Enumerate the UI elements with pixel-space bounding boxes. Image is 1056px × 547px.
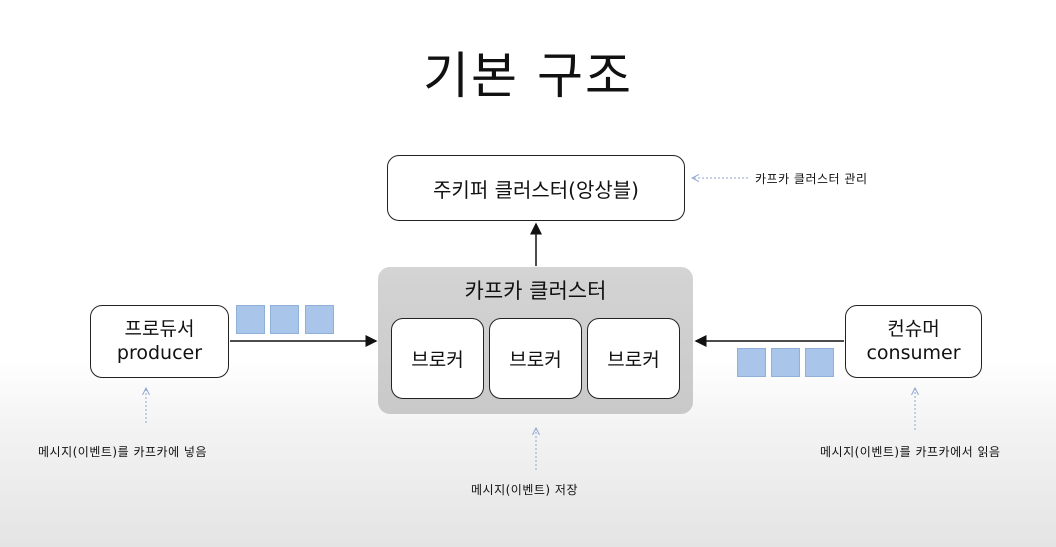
- zookeeper-label: 주키퍼 클러스터(앙상블): [433, 177, 639, 202]
- broker-2: 브로커: [489, 318, 582, 399]
- producer-label-ko: 프로듀서: [124, 317, 195, 340]
- message-block: [805, 348, 834, 377]
- zookeeper-note: 카프카 클러스터 관리: [755, 172, 868, 186]
- consumer-label-ko: 컨슈머: [887, 317, 940, 340]
- broker-3: 브로커: [587, 318, 680, 399]
- kafka-cluster-title: 카프카 클러스터: [464, 279, 607, 303]
- broker-label: 브로커: [509, 349, 562, 371]
- consumer-box: 컨슈머 consumer: [845, 305, 982, 378]
- producer-note: 메시지(이벤트)를 카프카에 넣음: [38, 445, 208, 459]
- message-block: [270, 305, 299, 334]
- consumer-label-en: consumer: [866, 341, 961, 364]
- page-title: 기본 구조: [423, 47, 633, 105]
- broker-label: 브로커: [411, 349, 464, 371]
- producer-label-en: producer: [116, 341, 203, 364]
- broker-label: 브로커: [607, 349, 660, 371]
- producer-box: 프로듀서 producer: [90, 305, 229, 378]
- consumer-note: 메시지(이벤트)를 카프카에서 읽음: [820, 445, 1001, 459]
- message-block: [771, 348, 800, 377]
- message-block: [737, 348, 766, 377]
- broker-1: 브로커: [391, 318, 484, 399]
- message-block: [236, 305, 265, 334]
- message-block: [305, 305, 334, 334]
- zookeeper-cluster-box: 주키퍼 클러스터(앙상블): [387, 155, 685, 221]
- kafka-cluster-note: 메시지(이벤트) 저장: [471, 483, 578, 497]
